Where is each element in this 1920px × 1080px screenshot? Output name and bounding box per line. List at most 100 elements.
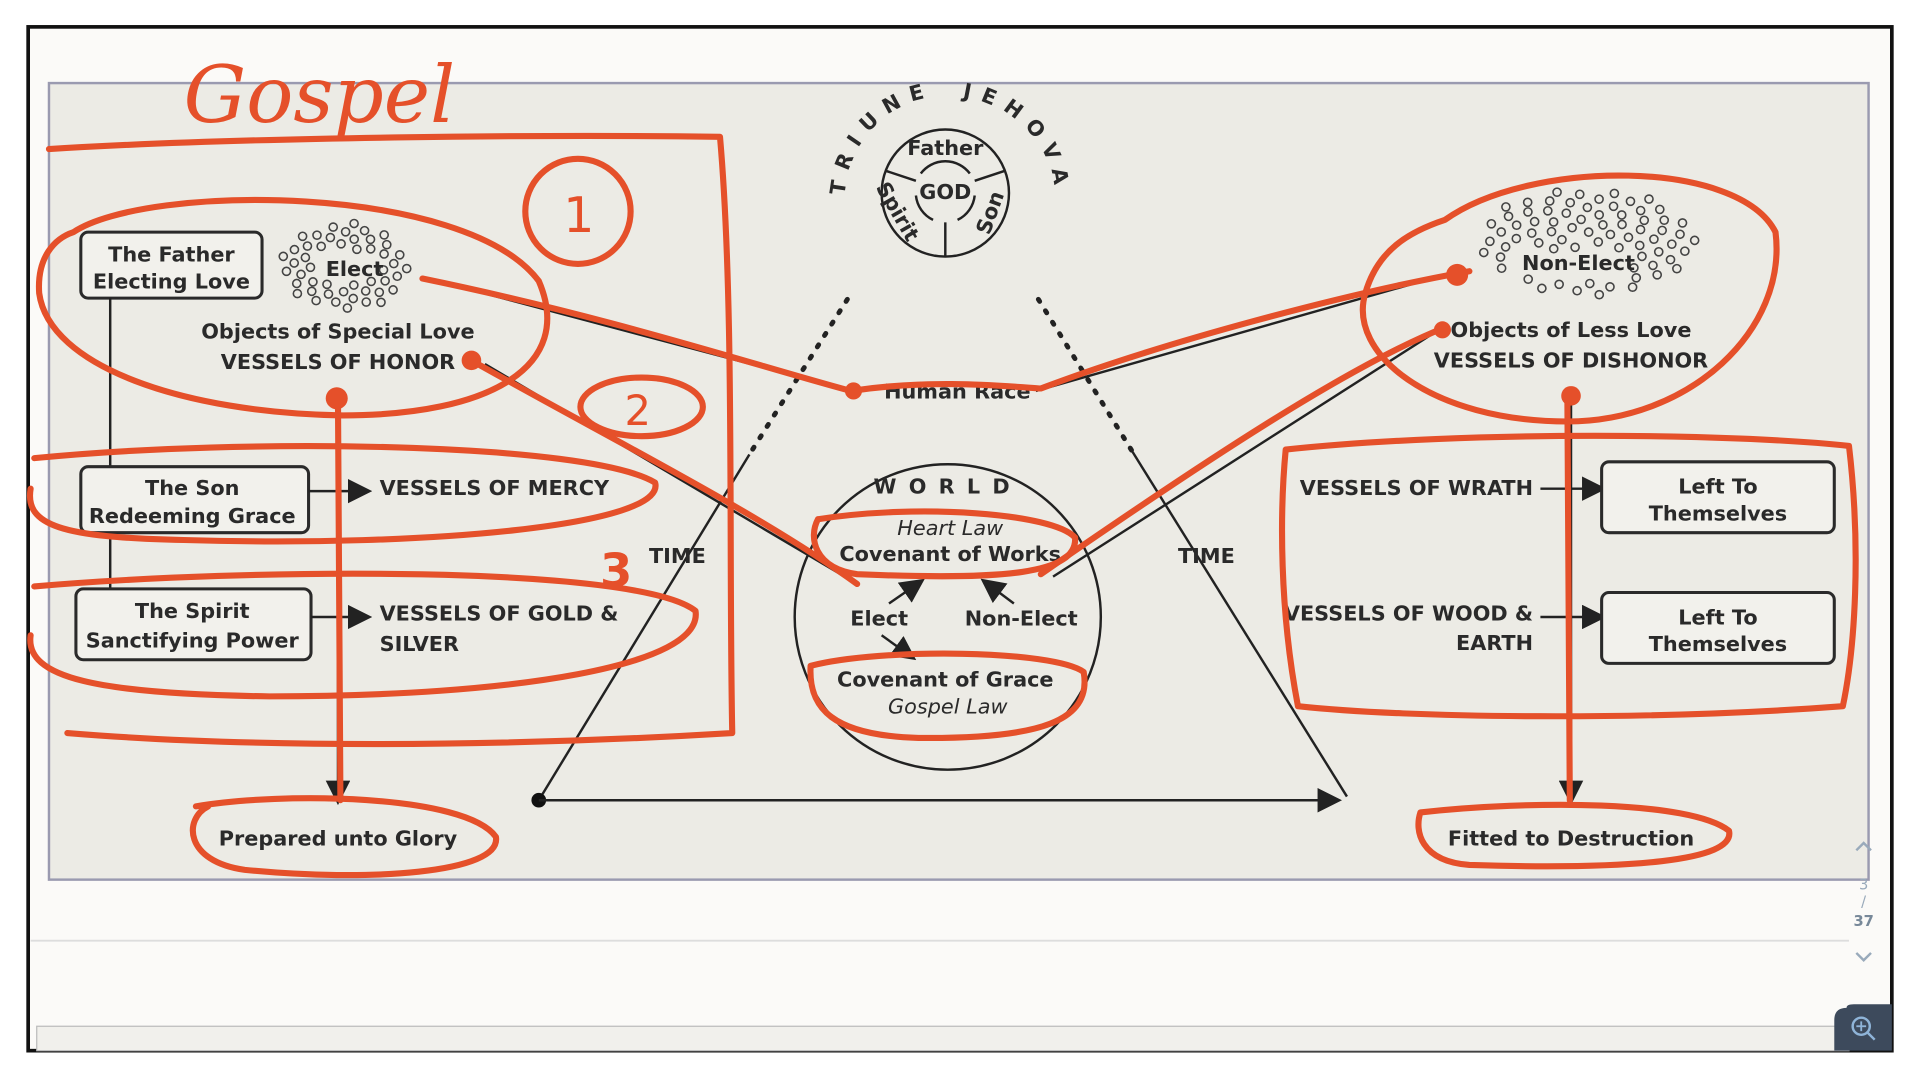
dot [1666, 239, 1677, 249]
dot [1665, 254, 1676, 265]
dot [1501, 202, 1511, 212]
vessels-of-honor: VESSELS OF HONOR [221, 350, 455, 374]
dot [1639, 215, 1650, 226]
dot [1500, 242, 1511, 252]
dot [1574, 189, 1585, 200]
dot [1635, 205, 1646, 216]
son-box [79, 465, 311, 535]
dot [291, 278, 302, 289]
vessels-of-wrath: VESSELS OF WRATH [1300, 476, 1533, 500]
vessels-gold-line1: VESSELS OF GOLD & [380, 602, 619, 626]
elect-dots [278, 218, 412, 313]
dot [1629, 262, 1639, 273]
spirit-subtitle: Sanctifying Power [86, 629, 300, 653]
dot [1627, 282, 1638, 292]
father-label: Father [907, 136, 984, 160]
dot [1522, 197, 1533, 208]
dot [1609, 188, 1620, 199]
dot [1614, 242, 1624, 253]
dot [380, 276, 390, 286]
dot [1552, 187, 1562, 197]
dot [1605, 229, 1616, 240]
dot [1544, 196, 1555, 206]
dot [401, 263, 412, 274]
dot [1659, 215, 1670, 225]
dot [1593, 237, 1604, 247]
right-column: Non-Elect Objects of Less Love VESSELS O… [1284, 187, 1836, 850]
dot [1572, 285, 1582, 296]
world-circle: WORLD Heart Law Covenant of Works Elect … [793, 463, 1103, 771]
dot [379, 230, 390, 240]
dot [365, 244, 376, 254]
left-to-2a: Left To [1678, 605, 1757, 629]
time-line-right [1131, 451, 1348, 798]
next-page-button[interactable] [1855, 952, 1872, 962]
dot [1561, 208, 1572, 219]
dot [349, 234, 360, 245]
dot [308, 277, 318, 287]
objects-special-love: Objects of Special Love [201, 319, 474, 343]
dot [306, 286, 317, 297]
vessels-wood-line2: EARTH [1456, 631, 1533, 655]
dot [292, 288, 303, 299]
dot [1557, 234, 1567, 245]
time-label-right: TIME [1178, 544, 1235, 568]
non-elect-label: Non-Elect [1522, 251, 1635, 275]
dot [1675, 229, 1685, 240]
dot [1617, 219, 1627, 230]
dot [322, 279, 332, 290]
left-to-1b: Themselves [1649, 501, 1787, 525]
dot [365, 234, 376, 245]
dot [1542, 205, 1553, 216]
fitted-to-destruction: Fitted to Destruction [1448, 826, 1694, 850]
dot [328, 222, 339, 232]
dot [378, 265, 389, 275]
dot [340, 226, 351, 237]
dot [361, 297, 372, 307]
dot [359, 225, 370, 236]
dot [289, 258, 300, 268]
dot [338, 286, 349, 297]
dot [352, 244, 362, 255]
dot [1652, 269, 1663, 280]
father-title: The Father [108, 242, 235, 266]
dot [330, 297, 341, 307]
left-to-themselves-box-1 [1600, 460, 1836, 535]
dot [312, 230, 322, 240]
dot [388, 258, 399, 269]
son-title: The Son [145, 476, 239, 500]
zoom-in-button[interactable] [1834, 1004, 1892, 1051]
spirit-title: The Spirit [135, 599, 250, 623]
dot [1537, 283, 1547, 294]
dot [1653, 246, 1664, 257]
dot [296, 269, 306, 280]
dot [1689, 235, 1700, 246]
dot [1485, 236, 1495, 247]
left-to-themselves-box-2 [1600, 591, 1836, 665]
dot [1554, 279, 1564, 290]
world-non-elect-label: Non-Elect [965, 607, 1078, 631]
dot [1680, 246, 1690, 257]
gospel-law-label: Gospel Law [888, 695, 1008, 719]
dot [1523, 207, 1533, 217]
dot [388, 285, 398, 295]
dot [1608, 201, 1619, 212]
vessels-of-mercy: VESSELS OF MERCY [380, 476, 610, 500]
world-label: WORLD [874, 475, 1022, 499]
covenant-of-grace-label: Covenant of Grace [837, 668, 1053, 692]
covenant-of-works-label: Covenant of Works [839, 542, 1061, 566]
dot [1654, 204, 1665, 215]
dot [1511, 233, 1522, 244]
dot [1548, 217, 1559, 227]
prev-page-button[interactable] [1855, 841, 1872, 852]
vessels-of-dishonor: VESSELS OF DISHONOR [1434, 349, 1708, 373]
dot [1523, 274, 1534, 284]
dot [1631, 272, 1642, 283]
father-subtitle: Electing Love [93, 269, 250, 293]
dot [1533, 238, 1544, 248]
dot [342, 303, 353, 313]
dot [289, 244, 300, 255]
dot [1526, 228, 1537, 238]
mark-2: 2 [624, 386, 650, 435]
non-elect-dots [1478, 187, 1700, 300]
